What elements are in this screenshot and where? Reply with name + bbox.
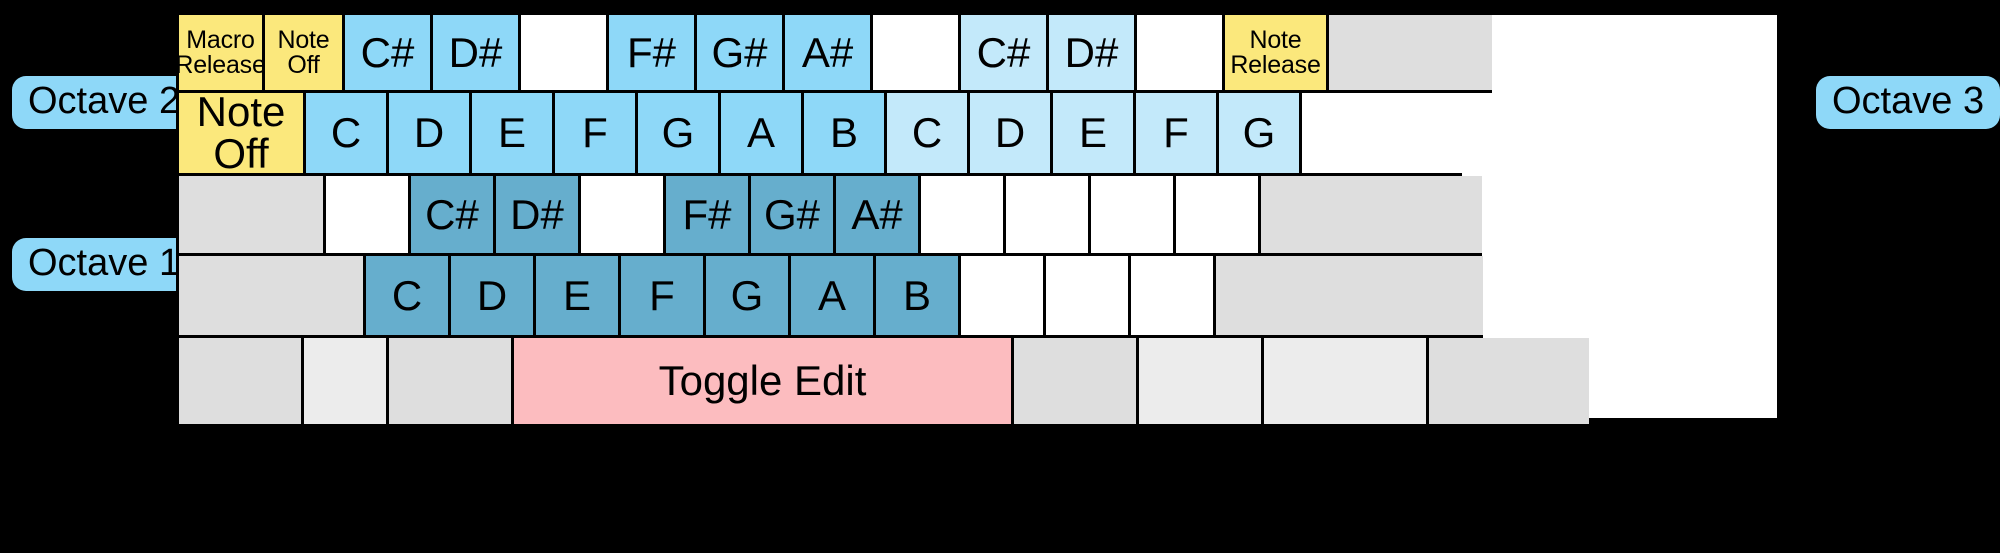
key-cell-zxcv-row-0-empty <box>179 256 366 338</box>
key-cell-number-row-12-note-release[interactable]: Note Release <box>1225 15 1329 93</box>
key-cell-zxcv-row-3-e[interactable]: E <box>536 256 621 338</box>
key-cell-number-row-9-c-sharp[interactable]: C# <box>961 15 1049 93</box>
key-cell-asdf-row-4-empty <box>581 176 666 256</box>
key-cell-number-row-11-empty <box>1137 15 1225 93</box>
key-cell-qwerty-row-9-d[interactable]: D <box>970 93 1053 176</box>
key-cell-zxcv-row-11-empty <box>1216 256 1483 338</box>
key-cell-qwerty-row-11-f[interactable]: F <box>1136 93 1219 176</box>
key-cell-asdf-row-2-c-sharp[interactable]: C# <box>411 176 496 256</box>
key-cell-space-row-5-empty <box>1139 338 1264 424</box>
key-cell-number-row-8-empty <box>873 15 961 93</box>
octave-label-left-top: Octave 2 <box>12 76 197 129</box>
key-cell-qwerty-row-0-note-off[interactable]: Note Off <box>179 93 306 176</box>
key-cell-asdf-row-7-a-sharp[interactable]: A# <box>836 176 921 256</box>
key-cell-space-row-0-empty <box>179 338 304 424</box>
key-cell-asdf-row-3-d-sharp[interactable]: D# <box>496 176 581 256</box>
key-cell-zxcv-row-1-c[interactable]: C <box>366 256 451 338</box>
key-cell-qwerty-row-4-f[interactable]: F <box>555 93 638 176</box>
key-cell-asdf-row-1-empty <box>326 176 411 256</box>
key-cell-zxcv-row-9-empty <box>1046 256 1131 338</box>
key-cell-space-row-3-toggle-edit[interactable]: Toggle Edit <box>514 338 1014 424</box>
key-cell-space-row-4-empty <box>1014 338 1139 424</box>
octave-label-right: Octave 3 <box>1816 76 2000 129</box>
key-cell-asdf-row-11-empty <box>1176 176 1261 256</box>
key-cell-zxcv-row-8-empty <box>961 256 1046 338</box>
key-cell-number-row-3-d-sharp[interactable]: D# <box>433 15 521 93</box>
key-cell-number-row-2-c-sharp[interactable]: C# <box>345 15 433 93</box>
key-cell-number-row-6-g-sharp[interactable]: G# <box>697 15 785 93</box>
key-cell-number-row-5-f-sharp[interactable]: F# <box>609 15 697 93</box>
key-cell-zxcv-row-10-empty <box>1131 256 1216 338</box>
key-cell-qwerty-row-5-g[interactable]: G <box>638 93 721 176</box>
key-cell-zxcv-row-4-f[interactable]: F <box>621 256 706 338</box>
key-cell-qwerty-row-13-empty <box>1302 93 1462 176</box>
key-cell-asdf-row-10-empty <box>1091 176 1176 256</box>
key-cell-qwerty-row-8-c[interactable]: C <box>887 93 970 176</box>
key-cell-number-row-4-empty <box>521 15 609 93</box>
key-cell-space-row-6-empty <box>1264 338 1429 424</box>
key-cell-zxcv-row-2-d[interactable]: D <box>451 256 536 338</box>
key-cell-qwerty-row-10-e[interactable]: E <box>1053 93 1136 176</box>
key-cell-asdf-row-8-empty <box>921 176 1006 256</box>
key-cell-qwerty-row-2-d[interactable]: D <box>389 93 472 176</box>
key-cell-qwerty-row-7-b[interactable]: B <box>804 93 887 176</box>
key-cell-qwerty-row-6-a[interactable]: A <box>721 93 804 176</box>
octave-label-left-bottom: Octave 1 <box>12 238 197 291</box>
key-cell-number-row-10-d-sharp[interactable]: D# <box>1049 15 1137 93</box>
key-row-space-row: Toggle Edit <box>179 338 1777 424</box>
key-cell-asdf-row-5-f-sharp[interactable]: F# <box>666 176 751 256</box>
key-cell-number-row-7-a-sharp[interactable]: A# <box>785 15 873 93</box>
key-cell-zxcv-row-7-b[interactable]: B <box>876 256 961 338</box>
key-cell-asdf-row-9-empty <box>1006 176 1091 256</box>
key-cell-qwerty-row-3-e[interactable]: E <box>472 93 555 176</box>
key-cell-zxcv-row-5-g[interactable]: G <box>706 256 791 338</box>
key-cell-zxcv-row-6-a[interactable]: A <box>791 256 876 338</box>
key-cell-qwerty-row-12-g[interactable]: G <box>1219 93 1302 176</box>
key-cell-asdf-row-6-g-sharp[interactable]: G# <box>751 176 836 256</box>
key-cell-number-row-1-note-off[interactable]: Note Off <box>265 15 345 93</box>
key-cell-asdf-row-0-empty <box>179 176 326 256</box>
key-cell-number-row-0-macro-release[interactable]: Macro Release <box>179 15 265 93</box>
key-cell-asdf-row-12-empty <box>1261 176 1482 256</box>
key-cell-number-row-13-empty <box>1329 15 1492 93</box>
key-row-asdf-row: C#D# F#G#A# <box>179 176 1777 256</box>
key-cell-qwerty-row-1-c[interactable]: C <box>306 93 389 176</box>
key-cell-space-row-1-empty <box>304 338 389 424</box>
key-cell-space-row-7-empty <box>1429 338 1589 424</box>
key-cell-space-row-2-empty <box>389 338 514 424</box>
